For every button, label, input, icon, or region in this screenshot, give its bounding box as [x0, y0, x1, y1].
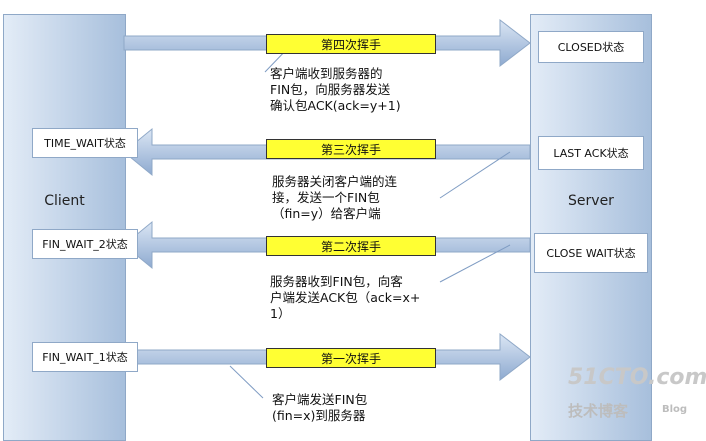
desc-fourth: 客户端收到服务器的 FIN包，向服务器发送 确认包ACK(ack=y+1) — [270, 66, 401, 114]
desc-fourth-line-3: 确认包ACK(ack=y+1) — [270, 98, 401, 113]
client-state-time-wait: TIME_WAIT状态 — [32, 128, 138, 158]
client-state-fin-wait-1: FIN_WAIT_1状态 — [32, 342, 138, 372]
desc-fourth-line-1: 客户端收到服务器的 — [270, 66, 383, 81]
server-label: Server — [568, 193, 614, 209]
wave-label-fourth: 第四次挥手 — [266, 34, 436, 54]
server-state-last-ack: LAST ACK状态 — [538, 136, 644, 170]
desc-third-line-2: 接，发送一个FIN包 — [272, 190, 380, 205]
desc-second-line-2: 户端发送ACK包（ack=x+ — [270, 290, 421, 305]
wave-label-second: 第二次挥手 — [266, 236, 436, 256]
server-state-closed: CLOSED状态 — [538, 31, 644, 63]
desc-second: 服务器收到FIN包，向客 户端发送ACK包（ack=x+ 1） — [270, 274, 420, 322]
leader-line-second — [439, 244, 511, 283]
watermark-site: 51CTO.com — [568, 365, 706, 390]
server-column: Server — [530, 14, 652, 441]
client-state-fin-wait-2: FIN_WAIT_2状态 — [32, 229, 138, 259]
desc-third: 服务器关闭客户端的连 接，发送一个FIN包 （fin=y）给客户端 — [272, 174, 397, 222]
watermark-sub: 技术博客 — [568, 402, 629, 420]
leader-line-first — [229, 365, 264, 399]
desc-second-line-3: 1） — [270, 306, 291, 321]
desc-third-line-3: （fin=y）给客户端 — [272, 206, 381, 221]
watermark-blog: Blog — [662, 404, 688, 415]
desc-third-line-1: 服务器关闭客户端的连 — [272, 174, 398, 189]
server-state-close-wait: CLOSE WAIT状态 — [534, 233, 648, 273]
client-label: Client — [44, 193, 85, 209]
desc-second-line-1: 服务器收到FIN包，向客 — [270, 274, 403, 289]
wave-label-third: 第三次挥手 — [266, 139, 436, 159]
desc-first-line-2: (fin=x)到服务器 — [272, 408, 366, 423]
wave-label-first: 第一次挥手 — [266, 348, 436, 368]
desc-first: 客户端发送FIN包 (fin=x)到服务器 — [272, 392, 367, 424]
leader-line-third — [439, 151, 511, 199]
desc-fourth-line-2: FIN包，向服务器发送 — [270, 82, 391, 97]
desc-first-line-1: 客户端发送FIN包 — [272, 392, 368, 407]
